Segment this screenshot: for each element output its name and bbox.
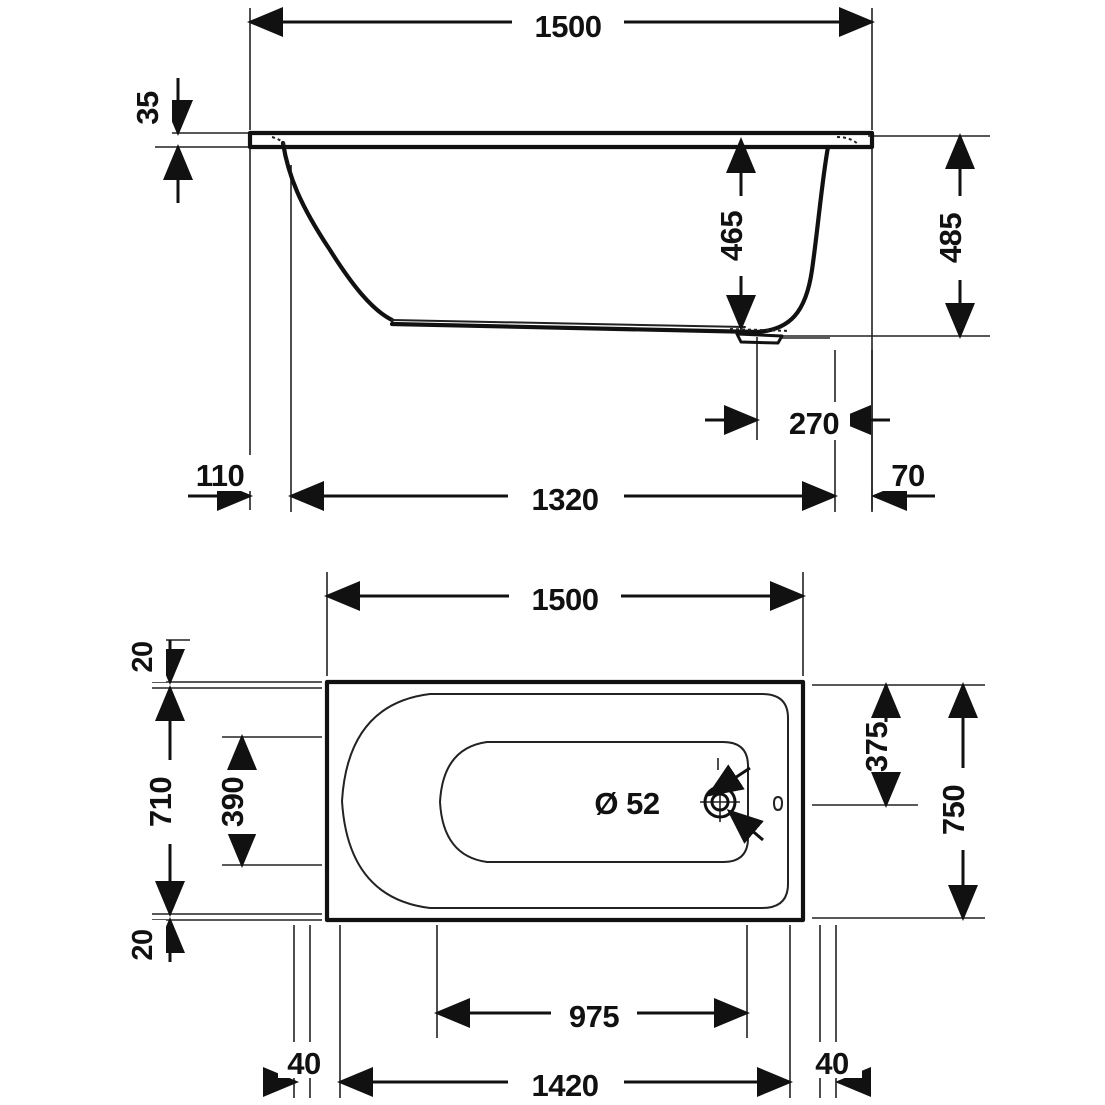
dimension-side-length-1500: 1500	[247, 4, 875, 44]
dimension-plan-length-1500: 1500	[324, 578, 806, 617]
dimension-interior-depth-465: 465	[714, 137, 760, 331]
dim-label-left-offset: 110	[196, 458, 245, 493]
dim-label-inner-width: 710	[143, 777, 178, 827]
dim-label-plan-length: 1500	[532, 582, 599, 617]
dim-label-rim-thickness: 35	[130, 91, 165, 125]
dimension-rim-thickness-35: 35	[130, 76, 193, 203]
dimension-plan-bottom-offset-20: 20	[127, 917, 185, 970]
dimension-plan-foot-span-1420: 1420	[337, 1064, 793, 1103]
dim-label-drain-from-top: 375	[859, 722, 894, 772]
dim-label-plan-right-offset: 40	[815, 1046, 848, 1081]
dim-label-side-length: 1500	[535, 9, 602, 44]
dim-label-plan-foot-span: 1420	[532, 1068, 599, 1103]
dim-label-right-offset: 70	[891, 458, 924, 493]
dim-label-drain-to-foot: 975	[569, 999, 619, 1034]
dimension-plan-top-offset-20: 20	[127, 632, 185, 685]
side-extension-lines	[155, 8, 990, 512]
dim-label-plan-bottom-offset: 20	[127, 929, 159, 960]
side-elevation-view: 1500 35	[130, 4, 990, 517]
dim-label-interior-depth: 465	[714, 211, 749, 261]
dimension-drain-to-foot-975: 975	[434, 995, 750, 1034]
dimension-overall-width-750: 750	[936, 682, 983, 921]
tub-side-profile	[247, 130, 875, 345]
dimension-plan-left-offset-40: 40	[263, 1042, 334, 1097]
dim-label-drain-diameter: Ø 52	[594, 786, 659, 821]
dimension-right-offset-70: 70	[871, 455, 936, 511]
dimension-foot-span-1320: 1320	[288, 478, 838, 517]
dimension-overall-height-485: 485	[933, 133, 980, 339]
dim-label-base-width: 390	[215, 777, 250, 827]
dim-label-plan-top-offset: 20	[127, 641, 159, 672]
dim-label-overall-width: 750	[936, 785, 971, 835]
dimension-base-width-390: 390	[215, 734, 262, 868]
dimension-plan-right-offset-40: 40	[806, 1042, 871, 1097]
dim-label-overall-height: 485	[933, 213, 968, 263]
dim-label-foot-span: 1320	[532, 482, 599, 517]
top-plan-view: 1500 20 710 390 20	[127, 572, 985, 1103]
dimension-left-offset-110: 110	[182, 455, 258, 511]
dimension-inner-width-710: 710	[143, 685, 190, 917]
tub-plan-outline	[324, 679, 806, 923]
dim-label-plan-left-offset: 40	[287, 1046, 320, 1081]
dim-label-drain-offset: 270	[789, 406, 839, 441]
dimension-drain-from-top-375: 375	[859, 682, 906, 808]
drain-diameter-annotation: Ø 52	[594, 764, 764, 844]
dimension-drain-offset-270: 270	[705, 402, 890, 441]
